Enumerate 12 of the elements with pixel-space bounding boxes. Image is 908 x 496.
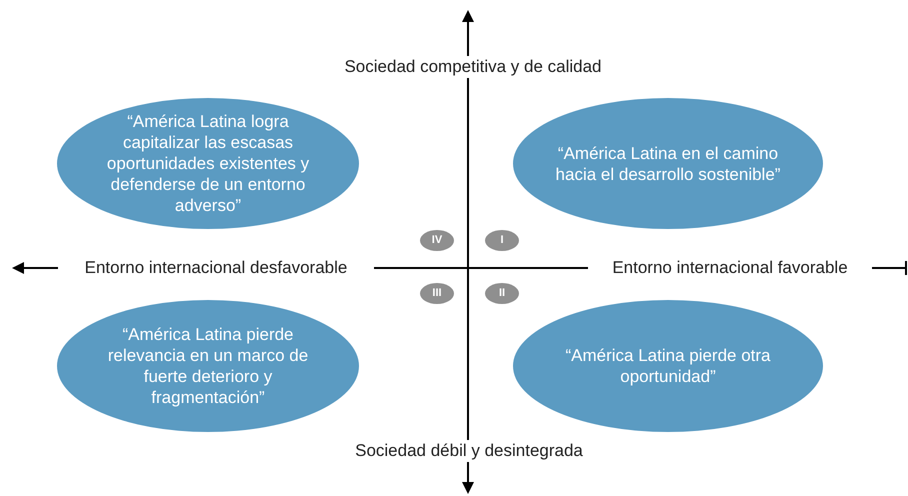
quadrant-numeral: III (432, 286, 442, 302)
quadrant-badge (420, 283, 454, 304)
scenario-text: “América Latina logra capitalizar las escasas oportunidades existentes y defenderse de un entorno adverso” (106, 111, 310, 216)
scenario-text: “América Latina pierde relevancia en un marco de fuerte deterioro y fragmentación” (106, 324, 310, 408)
quadrant-badge (485, 283, 519, 304)
scenario-text: “América Latina en el camino hacia el desarrollo sostenible” (554, 142, 782, 184)
quadrant-badge (485, 230, 519, 251)
quadrant-numeral: IV (432, 233, 442, 248)
quadrant-badge (420, 230, 454, 251)
quadrant-numeral: I (500, 233, 504, 248)
scenario-text: “América Latina pierde otra oportunidad” (564, 345, 772, 387)
quadrant-numeral: II (498, 286, 506, 302)
